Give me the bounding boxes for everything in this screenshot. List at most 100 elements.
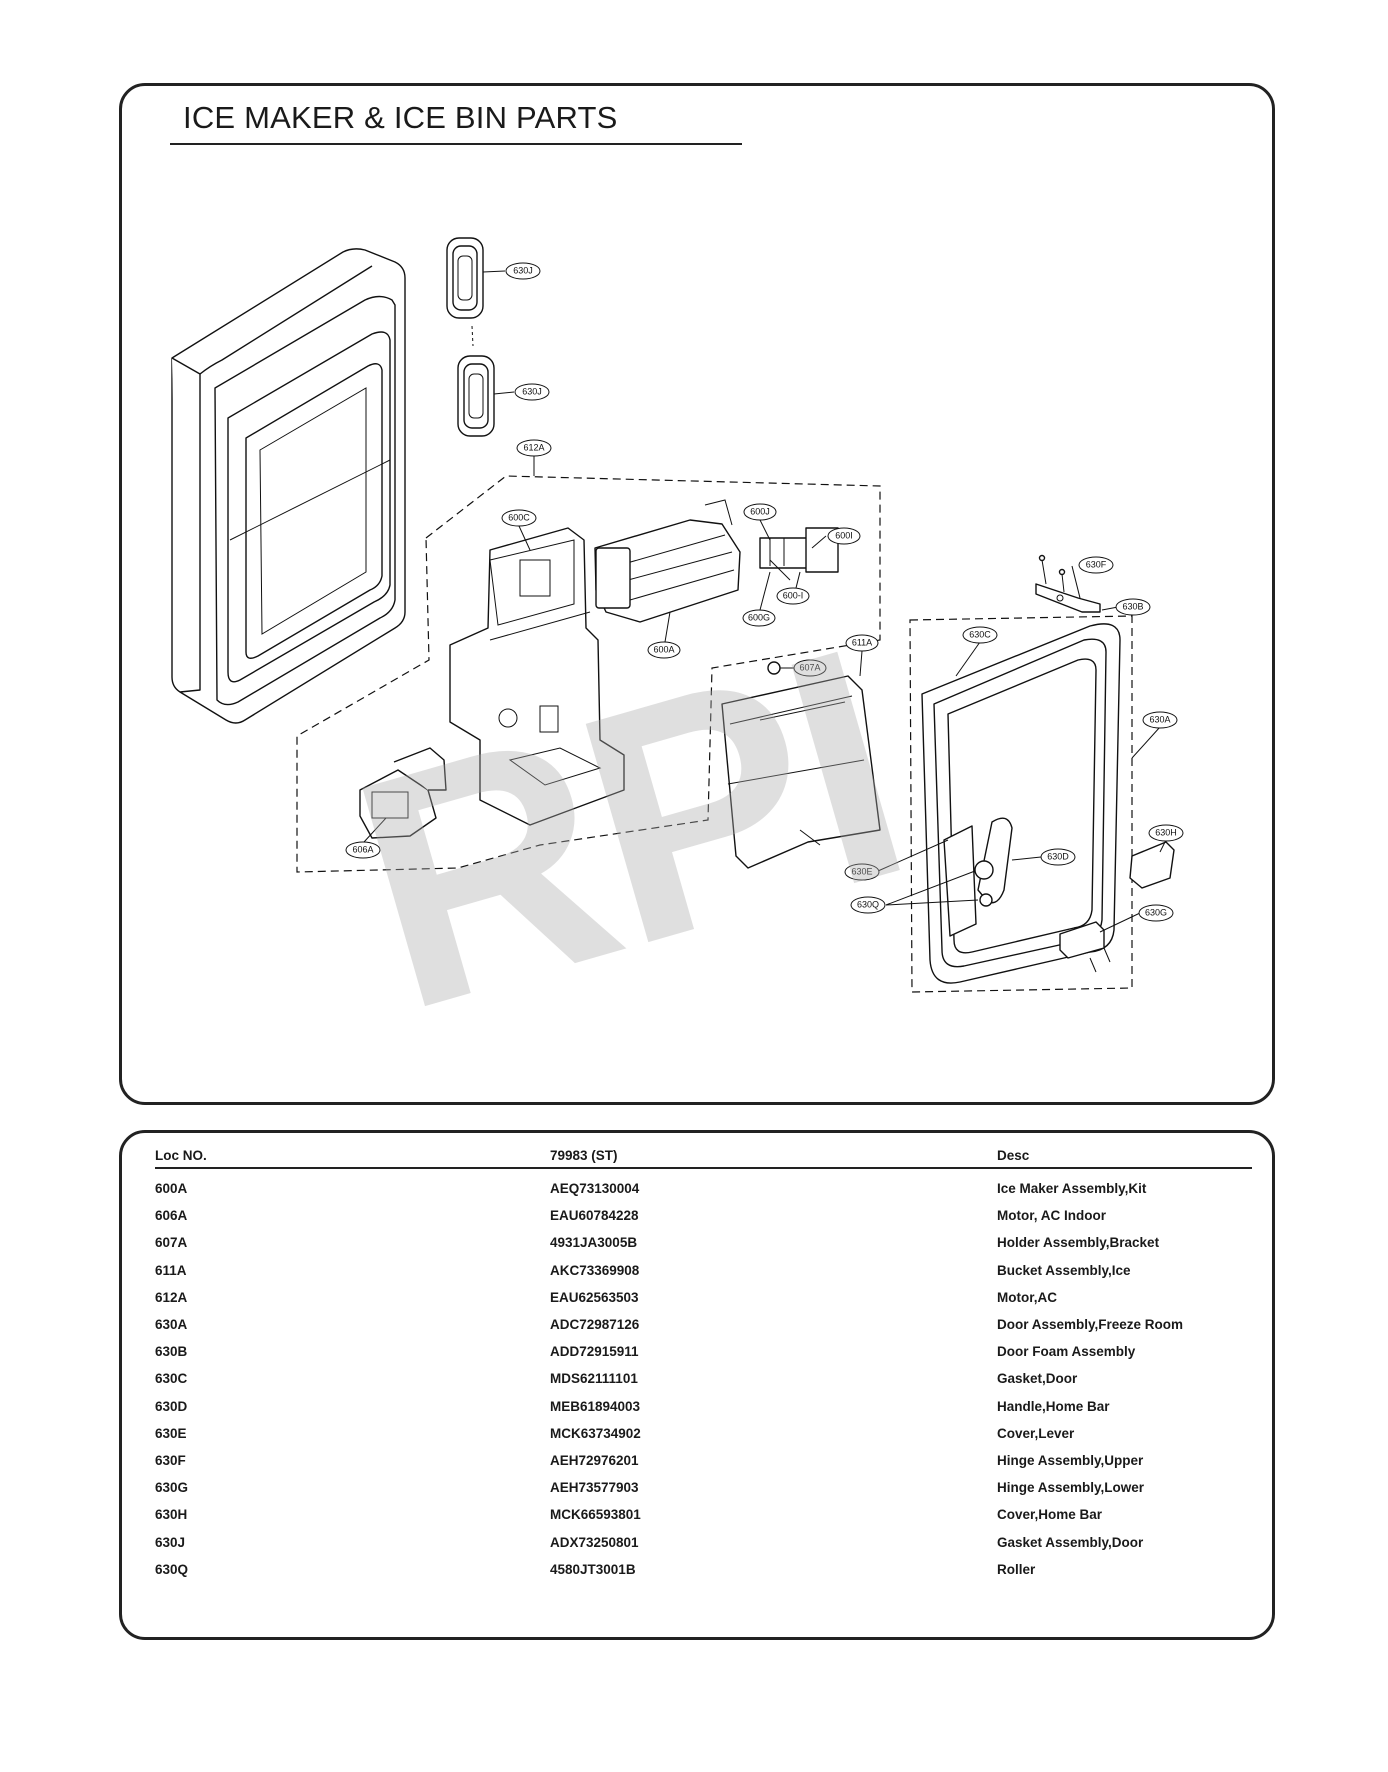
part-number-cell: MDS62111101	[550, 1371, 638, 1387]
desc-cell: Hinge Assembly,Upper	[997, 1452, 1144, 1468]
part-number-cell: AEQ73130004	[550, 1181, 640, 1197]
callout-630j-bottom: 630J	[514, 383, 550, 401]
svg-text:630F: 630F	[1086, 559, 1107, 569]
loc-no-cell: 607A	[155, 1235, 188, 1251]
desc-cell: Holder Assembly,Bracket	[997, 1235, 1160, 1251]
desc-cell: Bucket Assembly,Ice	[997, 1262, 1131, 1278]
header-desc: Desc	[997, 1147, 1030, 1163]
svg-text:600G: 600G	[748, 612, 770, 622]
callout-600j: 600J	[743, 503, 777, 521]
svg-text:611A: 611A	[852, 637, 872, 647]
gasket-630j-drawing	[446, 237, 495, 437]
ice-maker-housing-drawing	[449, 527, 625, 826]
table-row: 630Q 4580JT3001B Roller	[155, 1556, 1252, 1583]
loc-no-cell: 630F	[155, 1452, 186, 1468]
svg-text:630J: 630J	[513, 265, 533, 275]
svg-text:600-I: 600-I	[783, 590, 804, 600]
callout-600h: 600-I	[776, 587, 810, 605]
part-number-cell: EAU60784228	[550, 1208, 639, 1224]
ice-maker-unit-drawing	[594, 499, 741, 623]
svg-text:630J: 630J	[522, 386, 542, 396]
callout-600c: 600C	[501, 509, 537, 527]
callout-600i: 600I	[827, 527, 861, 545]
part-number-cell: 4931JA3005B	[550, 1235, 638, 1251]
ice-bucket-drawing	[721, 675, 881, 869]
callout-630q: 630Q	[850, 896, 886, 914]
table-row: 630A ADC72987126 Door Assembly,Freeze Room	[155, 1311, 1252, 1338]
callout-630g: 630G	[1138, 904, 1174, 922]
desc-cell: Door Foam Assembly	[997, 1344, 1136, 1360]
header-part-number: 79983 (ST)	[550, 1147, 618, 1163]
loc-no-cell: 630A	[155, 1317, 188, 1333]
callout-612a: 612A	[516, 439, 552, 457]
table-row: 630H MCK66593801 Cover,Home Bar	[155, 1501, 1252, 1528]
callout-607a: 607A	[793, 659, 827, 677]
part-number-cell: MCK66593801	[550, 1507, 641, 1523]
part-number-cell: AEH72976201	[550, 1452, 639, 1468]
callout-600a: 600A	[647, 641, 681, 659]
callout-600g: 600G	[742, 609, 776, 627]
desc-cell: Cover,Home Bar	[997, 1507, 1103, 1523]
part-number-cell: ADD72915911	[550, 1344, 639, 1360]
svg-text:630E: 630E	[851, 866, 872, 876]
svg-text:600A: 600A	[653, 644, 674, 654]
loc-no-cell: 630Q	[155, 1561, 189, 1577]
cover-home-bar-drawing	[1129, 841, 1175, 889]
motor-606a-drawing	[359, 747, 447, 839]
desc-cell: Door Assembly,Freeze Room	[997, 1317, 1184, 1333]
table-row: 630B ADD72915911 Door Foam Assembly	[155, 1338, 1252, 1365]
callout-630j-top: 630J	[505, 262, 541, 280]
header-loc-no: Loc NO.	[155, 1147, 207, 1163]
svg-text:630H: 630H	[1155, 827, 1177, 837]
part-number-cell: 4580JT3001B	[550, 1561, 636, 1577]
svg-text:607A: 607A	[799, 662, 820, 672]
callout-630e: 630E	[844, 863, 880, 881]
svg-text:600J: 600J	[750, 506, 770, 516]
loc-no-cell: 630D	[155, 1398, 188, 1414]
svg-text:606A: 606A	[352, 844, 373, 854]
loc-no-cell: 630B	[155, 1344, 188, 1360]
part-number-cell: EAU62563503	[550, 1289, 639, 1305]
svg-text:630B: 630B	[1122, 601, 1143, 611]
parts-table-panel	[119, 1130, 1275, 1640]
table-row: 607A 4931JA3005B Holder Assembly,Bracket	[155, 1229, 1252, 1256]
loc-no-cell: 611A	[155, 1262, 187, 1278]
desc-cell: Gasket,Door	[997, 1371, 1078, 1387]
desc-cell: Ice Maker Assembly,Kit	[997, 1181, 1147, 1197]
part-number-cell: MEB61894003	[550, 1398, 641, 1414]
loc-no-cell: 606A	[155, 1208, 188, 1224]
desc-cell: Gasket Assembly,Door	[997, 1534, 1144, 1550]
table-row: 630F AEH72976201 Hinge Assembly,Upper	[155, 1447, 1252, 1474]
diagram-panel	[119, 83, 1275, 1105]
desc-cell: Roller	[997, 1561, 1036, 1577]
desc-cell: Motor,AC	[997, 1289, 1057, 1305]
svg-text:600I: 600I	[835, 530, 853, 540]
callout-630b: 630B	[1115, 598, 1151, 616]
callout-630h: 630H	[1148, 824, 1184, 842]
title-underline	[170, 143, 742, 145]
svg-text:600C: 600C	[508, 512, 530, 522]
callout-630c: 630C	[962, 626, 998, 644]
small-parts-drawing	[759, 527, 839, 581]
loc-no-cell: 612A	[155, 1289, 188, 1305]
desc-cell: Hinge Assembly,Lower	[997, 1480, 1145, 1496]
table-row: 612A EAU62563503 Motor,AC	[155, 1284, 1252, 1311]
svg-text:630Q: 630Q	[857, 899, 879, 909]
loc-no-cell: 630H	[155, 1507, 188, 1523]
svg-text:630A: 630A	[1149, 714, 1170, 724]
exploded-parts-diagram: 630J 630J 612A 600C 600J 600I 600-I 600G…	[171, 237, 1184, 993]
svg-text:630C: 630C	[969, 629, 991, 639]
table-row: 630C MDS62111101 Gasket,Door	[155, 1365, 1252, 1392]
loc-no-cell: 630C	[155, 1371, 188, 1387]
part-number-cell: ADC72987126	[550, 1317, 640, 1333]
svg-text:630D: 630D	[1047, 851, 1069, 861]
hinge-lower-drawing	[1059, 921, 1111, 973]
door-liner-drawing	[171, 248, 406, 724]
part-number-cell: AEH73577903	[550, 1480, 639, 1496]
